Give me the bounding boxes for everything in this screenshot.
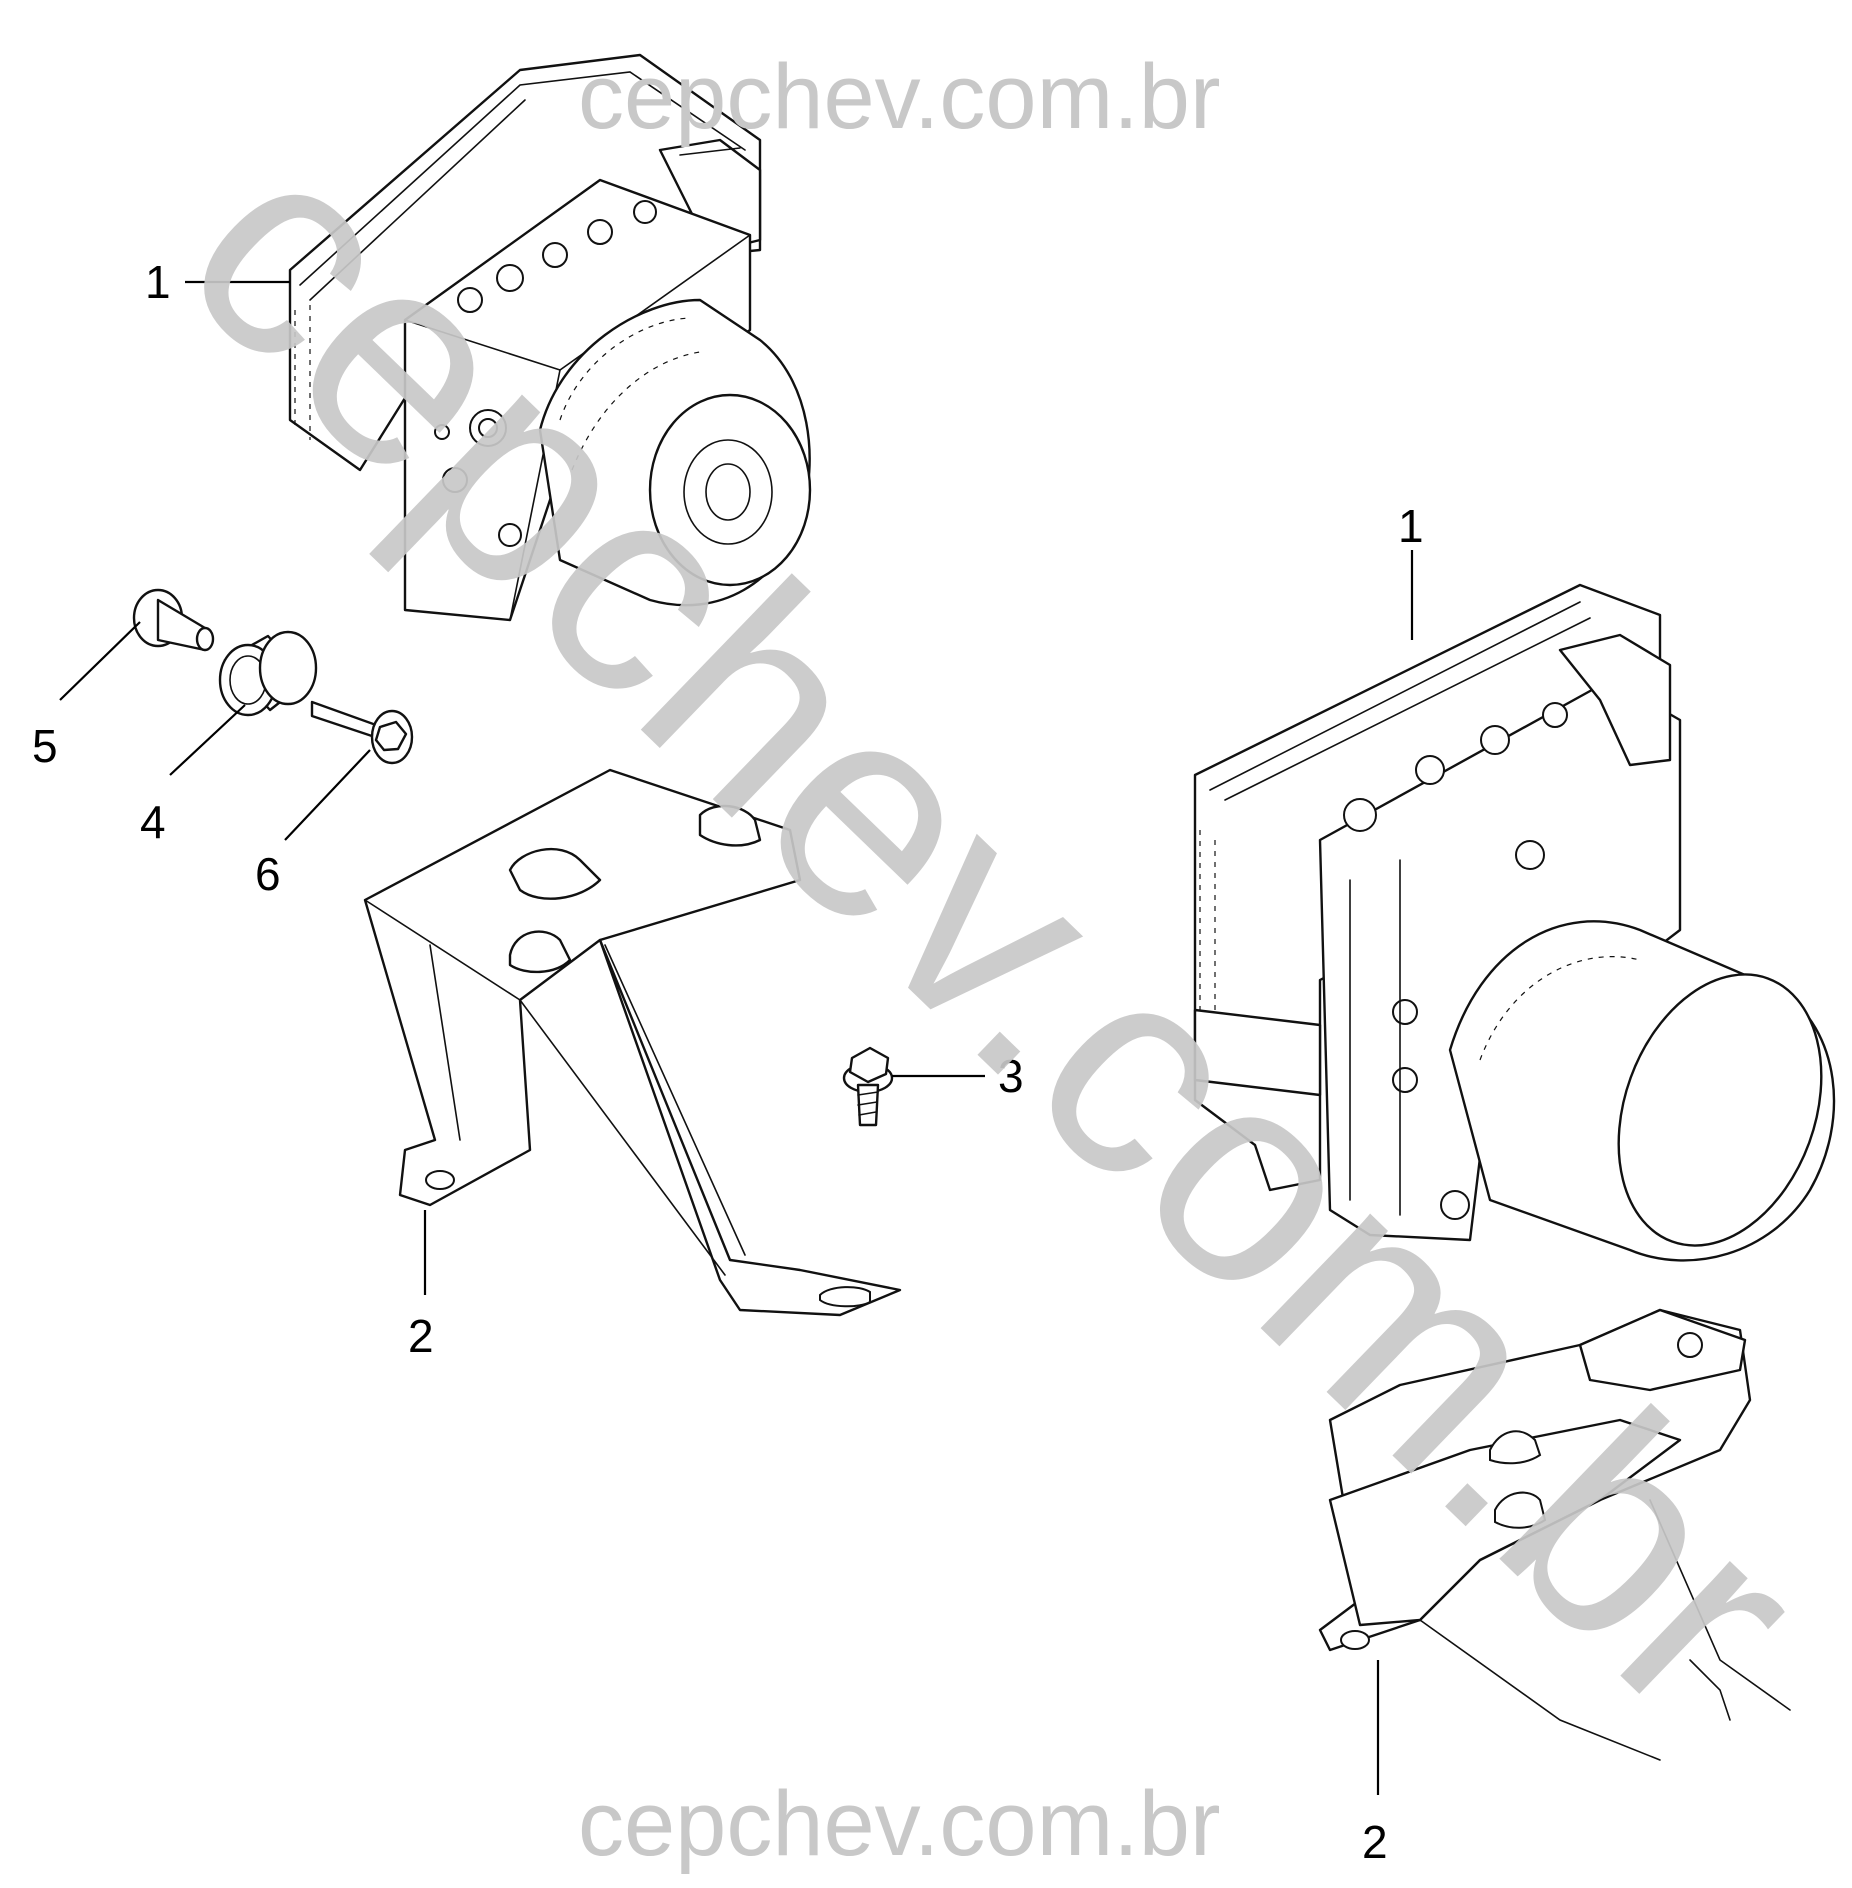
abs-modulator-unit-right: [1193, 583, 1836, 1262]
bracket-left-part-2: [363, 768, 902, 1317]
callout-1-right: 1: [1398, 500, 1424, 552]
callout-2-right: 2: [1362, 1816, 1388, 1868]
callout-6: 6: [255, 848, 281, 900]
callout-4: 4: [140, 796, 166, 848]
watermark-bottom: cepchev.com.br: [578, 1773, 1221, 1875]
callout-3: 3: [998, 1050, 1024, 1102]
callout-2-left: 2: [408, 1310, 434, 1362]
leader-lines: [59, 280, 1414, 1795]
callout-5: 5: [32, 720, 58, 772]
callout-1-top: 1: [145, 256, 171, 308]
grommet-part-4: [218, 630, 318, 717]
flange-bolt-part-3: [842, 1046, 894, 1127]
callout-numbers: 1 1 2 2 3 4 5 6: [32, 256, 1424, 1868]
watermark-top: cepchev.com.br: [578, 46, 1221, 148]
bracket-right-part-2: [1318, 1308, 1791, 1761]
sleeve-part-5: [132, 588, 215, 652]
leader-6: [284, 749, 371, 841]
leader-4: [169, 704, 246, 776]
bolt-part-6: [310, 700, 414, 765]
leader-5: [59, 621, 141, 701]
abs-modulator-unit-top: [288, 53, 812, 622]
